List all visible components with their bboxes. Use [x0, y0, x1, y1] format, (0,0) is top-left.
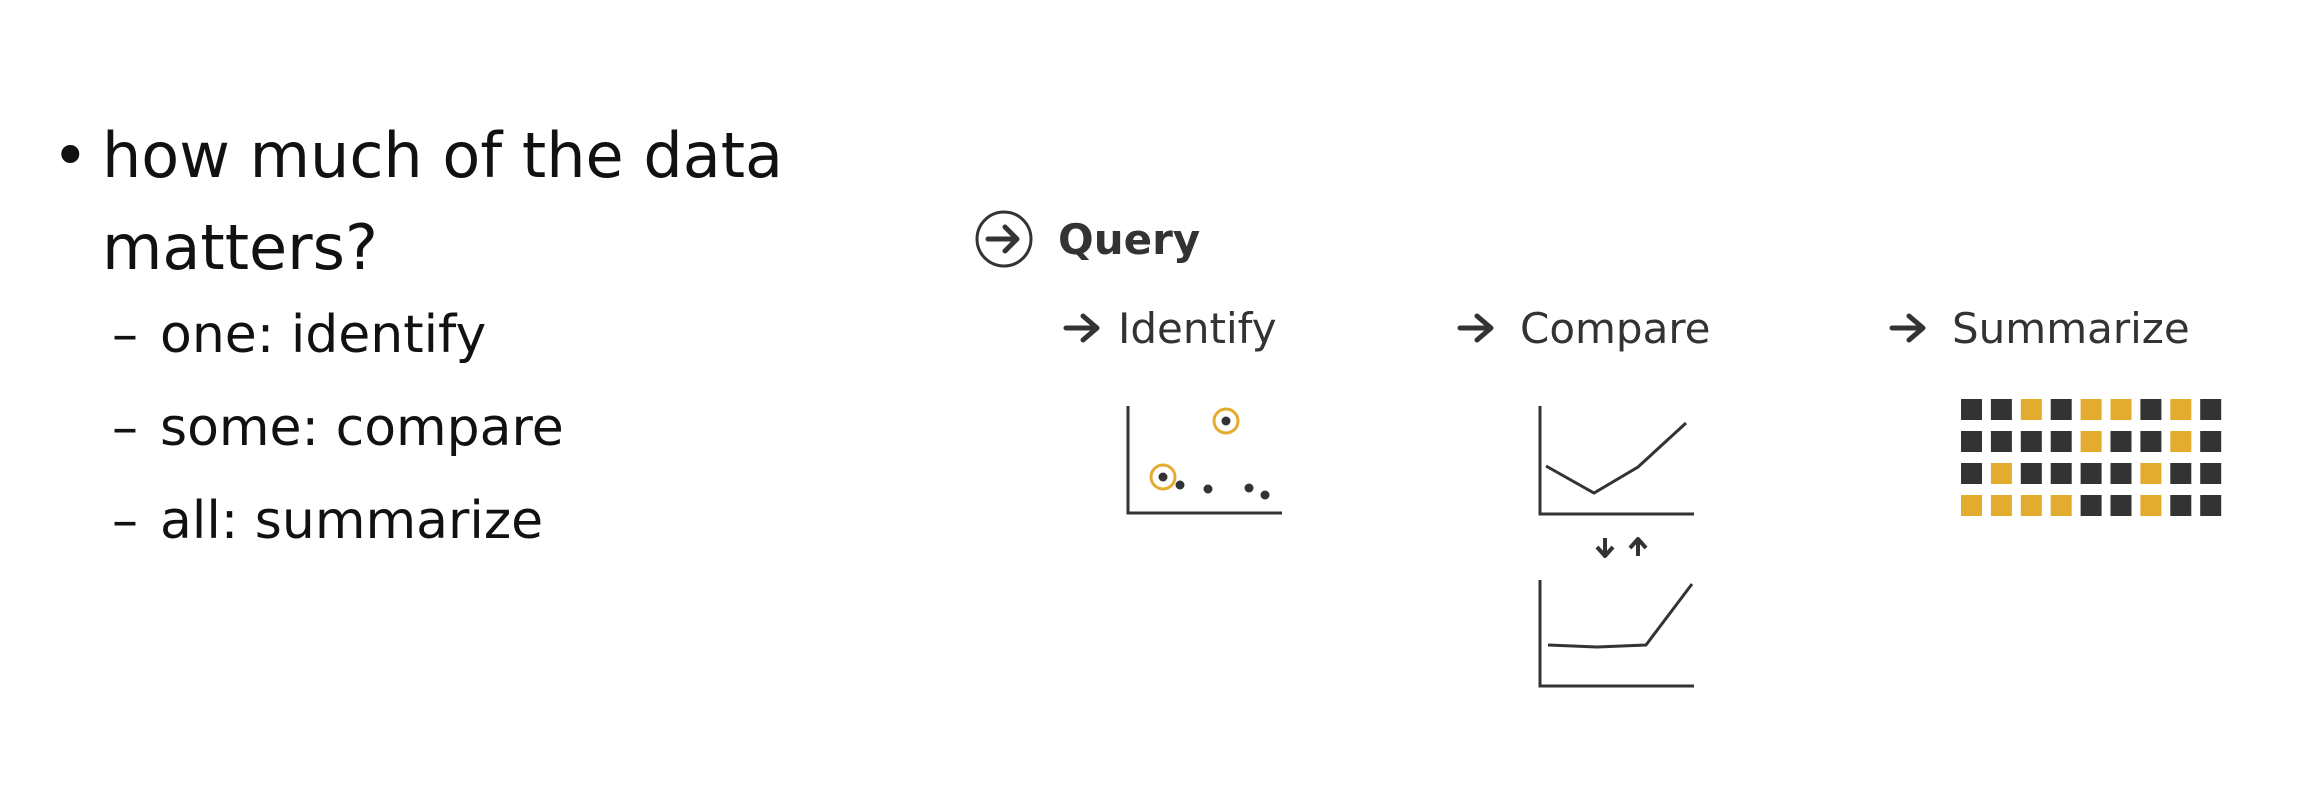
sub-bullet-text: some: compare: [160, 398, 564, 458]
compare-label: Compare: [1520, 304, 1711, 353]
grid-cell: [1990, 399, 2012, 420]
grid-cell-highlighted: [2020, 495, 2042, 516]
identify-arrow-icon: [1063, 313, 1100, 343]
grid-cell: [2110, 431, 2132, 452]
identify-scatter-icon: [1126, 406, 1282, 515]
sub-bullet-text: one: identify: [160, 305, 487, 365]
grid-cell: [2200, 431, 2222, 452]
sub-bullet-summarize: –all: summarize: [112, 491, 543, 551]
bullet-marker: •: [52, 119, 89, 192]
grid-cell: [2200, 495, 2222, 516]
grid-cell-highlighted: [2080, 431, 2102, 452]
grid-cell: [1961, 463, 1982, 484]
summarize-arrow-icon: [1889, 313, 1926, 343]
sub-bullet-identify: –one: identify: [112, 305, 486, 365]
grid-cell: [2080, 463, 2102, 484]
sub-bullet-dash: –: [112, 491, 138, 551]
compare-swap-arrows-icon: [1595, 537, 1648, 558]
sub-bullet-dash: –: [112, 305, 138, 365]
grid-cell: [1990, 431, 2012, 452]
grid-cell-highlighted: [1961, 495, 1982, 516]
sub-bullet-compare: –some: compare: [112, 398, 564, 458]
grid-cell: [2170, 495, 2192, 516]
grid-cell-highlighted: [2140, 495, 2162, 516]
grid-cell: [2170, 463, 2192, 484]
grid-cell: [2020, 431, 2042, 452]
grid-cell: [2200, 463, 2222, 484]
sub-bullet-text: all: summarize: [160, 491, 544, 551]
grid-cell: [2050, 463, 2072, 484]
grid-cell-highlighted: [2140, 463, 2162, 484]
grid-cell: [2140, 431, 2162, 452]
compare-arrow-icon: [1457, 313, 1494, 343]
compare-line-chart-bottom-icon: [1538, 580, 1694, 688]
grid-cell-highlighted: [2050, 495, 2072, 516]
identify-label: Identify: [1118, 304, 1277, 353]
grid-cell: [2020, 463, 2042, 484]
grid-cell: [2110, 495, 2132, 516]
sub-bullet-dash: –: [112, 398, 138, 458]
grid-cell: [2050, 399, 2072, 420]
grid-cell-highlighted: [2170, 399, 2192, 420]
grid-cell-highlighted: [1990, 463, 2012, 484]
bullet-main: • how much of the data matters?: [52, 110, 812, 294]
grid-cell-highlighted: [2110, 399, 2132, 420]
grid-cell-highlighted: [2080, 399, 2102, 420]
query-heading: Query: [1058, 215, 1200, 264]
grid-cell: [2140, 399, 2162, 420]
query-circle-arrow-icon: [975, 210, 1033, 268]
bullet-main-text: how much of the data matters?: [102, 119, 784, 284]
compare-line-chart-top-icon: [1538, 406, 1694, 516]
summarize-grid-icon: [1961, 399, 2222, 516]
grid-cell: [2200, 399, 2222, 420]
grid-cell: [2050, 431, 2072, 452]
grid-cell: [2080, 495, 2102, 516]
summarize-label: Summarize: [1952, 304, 2190, 353]
grid-cell-highlighted: [1990, 495, 2012, 516]
grid-cell: [2110, 463, 2132, 484]
grid-cell-highlighted: [2020, 399, 2042, 420]
grid-cell: [1961, 399, 1982, 420]
grid-cell: [1961, 431, 1982, 452]
grid-cell-highlighted: [2170, 431, 2192, 452]
